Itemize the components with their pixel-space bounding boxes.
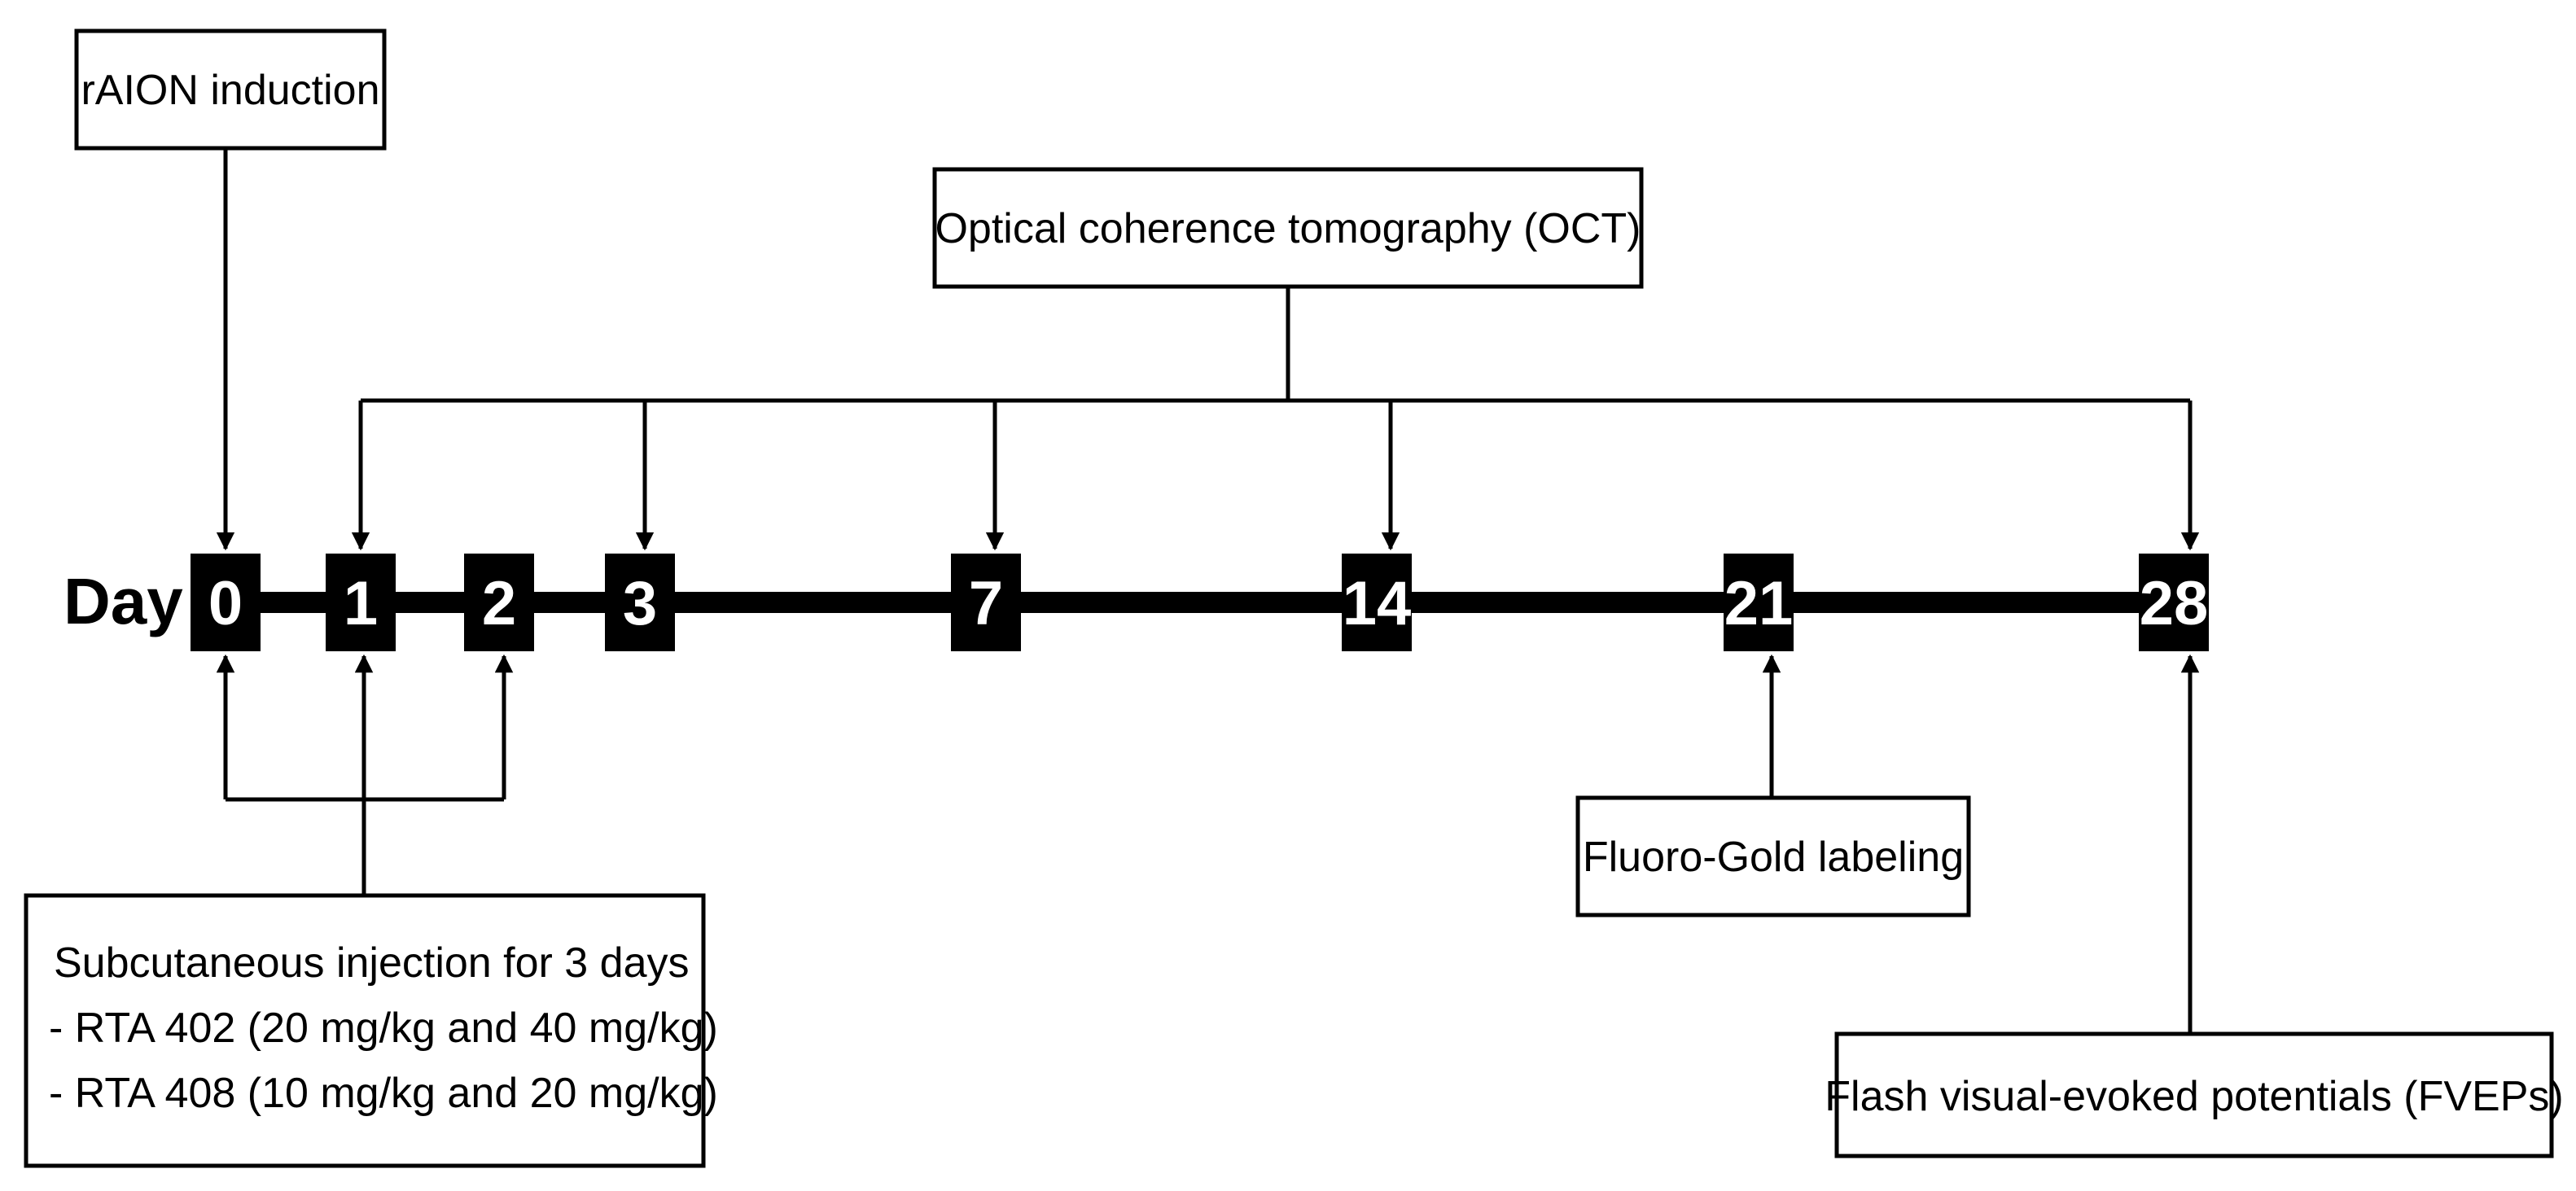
day-number: 28 (2140, 569, 2209, 638)
day-number: 0 (208, 569, 243, 638)
day-number: 2 (482, 569, 516, 638)
fluorogold-label: Fluoro-Gold labeling (1583, 834, 1964, 881)
oct-label: Optical coherence tomography (OCT) (935, 205, 1641, 252)
injection-bracket (216, 654, 514, 895)
day-number: 14 (1343, 569, 1412, 638)
injection-box: Subcutaneous injection for 3 days - RTA … (24, 893, 718, 1168)
injection-line-3: - RTA 408 (10 mg/kg and 20 mg/kg) (49, 1070, 718, 1117)
fveps-box: Flash visual-evoked potentials (FVEPs) (1825, 1031, 2564, 1158)
injection-line-1: Subcutaneous injection for 3 days (54, 939, 690, 987)
day-marker-0: 0 (191, 554, 261, 651)
raion-induction-label: rAION induction (81, 67, 379, 114)
raion-induction-box: rAION induction (74, 28, 387, 151)
day-number: 21 (1724, 569, 1794, 638)
fveps-label: Flash visual-evoked potentials (FVEPs) (1825, 1073, 2564, 1120)
day-marker-14: 14 (1342, 554, 1412, 651)
fluorogold-box: Fluoro-Gold labeling (1575, 795, 1971, 917)
injection-line-2: - RTA 402 (20 mg/kg and 40 mg/kg) (49, 1005, 718, 1052)
day-number: 1 (344, 569, 378, 638)
day-marker-7: 7 (951, 554, 1021, 651)
oct-box: Optical coherence tomography (OCT) (932, 167, 1644, 289)
day-marker-28: 28 (2139, 554, 2209, 651)
day-number: 3 (623, 569, 657, 638)
day-marker-3: 3 (605, 554, 675, 651)
day-marker-1: 1 (326, 554, 396, 651)
day-marker-2: 2 (464, 554, 534, 651)
day-number: 7 (969, 569, 1003, 638)
day-marker-21: 21 (1724, 554, 1794, 651)
oct-bracket (351, 287, 2200, 551)
day-axis-label: Day (64, 565, 183, 637)
